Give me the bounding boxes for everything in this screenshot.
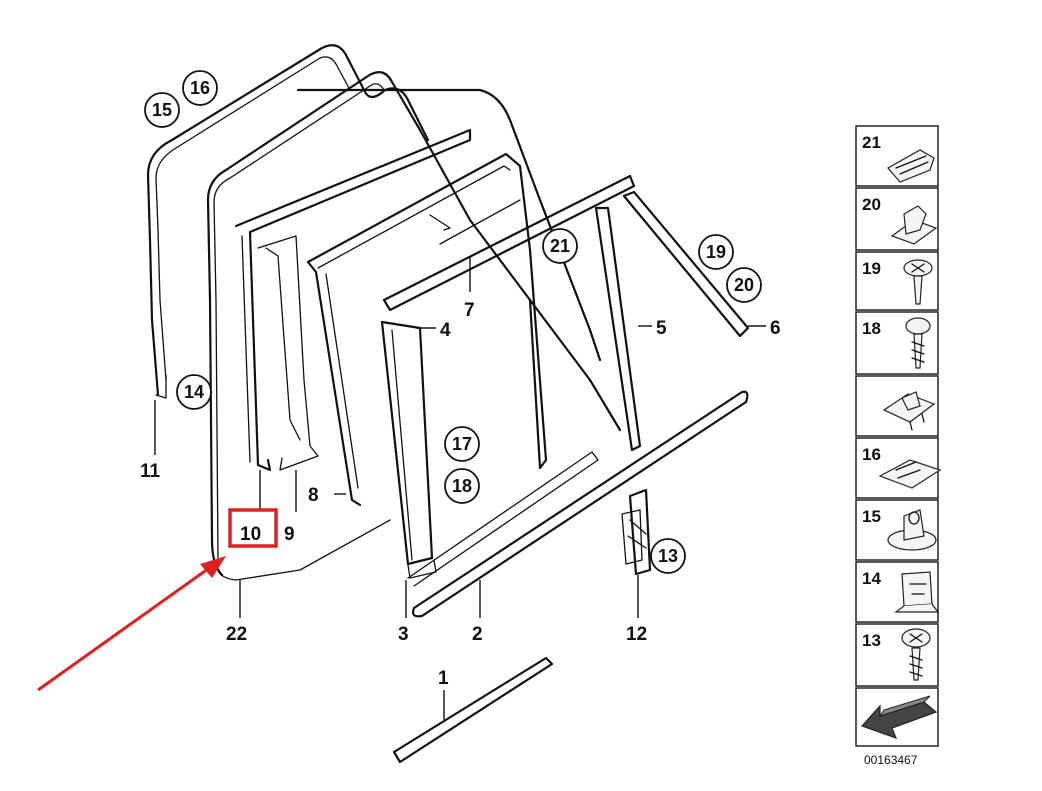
circle-callout-19-label: 19 (706, 242, 726, 262)
sill-trim (392, 656, 554, 764)
highlight-box (228, 508, 278, 548)
legend-number-16: 16 (862, 445, 881, 464)
collar-screw-icon (901, 628, 931, 681)
legend-row-21: 21 (855, 125, 939, 187)
legend-number-18: 18 (862, 319, 881, 338)
callout-4: 4 (440, 320, 451, 341)
circle-callout-13-label: 13 (658, 546, 678, 566)
fastener-legend: 21 20 19 18 (855, 125, 942, 767)
callout-7: 7 (464, 300, 475, 321)
circle-callout-20-label: 20 (734, 275, 754, 295)
legend-number-15: 15 (862, 507, 881, 526)
callout-12: 12 (626, 624, 647, 645)
circle-callout-14: 14 (176, 374, 212, 410)
callout-6: 6 (770, 318, 781, 339)
callout-2: 2 (472, 624, 483, 645)
outer-door-seal (146, 44, 430, 399)
circle-callout-19: 19 (698, 234, 734, 270)
legend-row-16: 16 (855, 437, 942, 499)
circle-callout-14-label: 14 (184, 382, 204, 402)
legend-number-13: 13 (862, 631, 881, 650)
b-pillar-trim (380, 320, 437, 579)
legend-number-14: 14 (862, 569, 881, 588)
legend-row-18: 18 (855, 311, 939, 375)
circle-callout-20: 20 (726, 267, 762, 303)
legend-row-15: 15 (855, 499, 939, 561)
arrow-icon (860, 695, 938, 740)
clip-icon (887, 149, 935, 183)
lower-weatherstrip (407, 390, 749, 618)
legend-row-19: 19 (855, 251, 939, 311)
circle-callout-15-label: 15 (152, 100, 172, 120)
callout-10: 10 (240, 524, 261, 545)
nut-clip-icon (882, 391, 936, 431)
inner-window-frame (296, 88, 602, 507)
bracket-clip-icon (890, 205, 938, 245)
window-regulator (621, 488, 652, 576)
rear-trim-strip (622, 190, 750, 338)
window-guide (594, 206, 642, 452)
flat-screw-icon (905, 317, 931, 369)
leader-lines (154, 256, 766, 720)
legend-row-arrow (855, 687, 939, 747)
legend-number-19: 19 (862, 259, 881, 278)
upper-window-rail (382, 174, 636, 312)
phillips-screw-icon (903, 259, 933, 305)
circle-callout-13: 13 (650, 538, 686, 574)
circle-callout-17-label: 17 (452, 434, 472, 454)
circle-callout-18: 18 (444, 468, 480, 504)
legend-number-20: 20 (862, 195, 881, 214)
window-channel-rear (234, 128, 472, 472)
circle-callout-17: 17 (444, 426, 480, 462)
callout-11: 11 (140, 461, 161, 482)
callout-3: 3 (398, 624, 409, 645)
circle-callout-21: 21 (542, 228, 578, 264)
callout-5: 5 (656, 318, 667, 339)
callout-9: 9 (284, 524, 295, 545)
callout-22: 22 (226, 624, 247, 645)
spring-clip-icon (878, 459, 942, 489)
legend-row-nut-clip (855, 375, 939, 437)
circle-callout-18-label: 18 (452, 476, 472, 496)
circle-callout-21-label: 21 (550, 236, 570, 256)
circle-callout-16: 16 (182, 70, 218, 106)
circle-callout-15: 15 (144, 92, 180, 128)
callout-1: 1 (438, 668, 449, 689)
diagram-id: 00163467 (864, 753, 918, 767)
legend-row-20: 20 (855, 187, 939, 251)
callout-8: 8 (308, 485, 319, 506)
circle-callout-16-label: 16 (190, 78, 210, 98)
legend-number-21: 21 (862, 133, 881, 152)
legend-row-13: 13 (855, 623, 939, 687)
door-seal-loop (206, 71, 622, 581)
red-arrow (37, 556, 226, 692)
legend-row-14: 14 (855, 561, 940, 623)
expanding-rivet-icon (887, 509, 937, 551)
snap-clip-icon (894, 571, 940, 613)
